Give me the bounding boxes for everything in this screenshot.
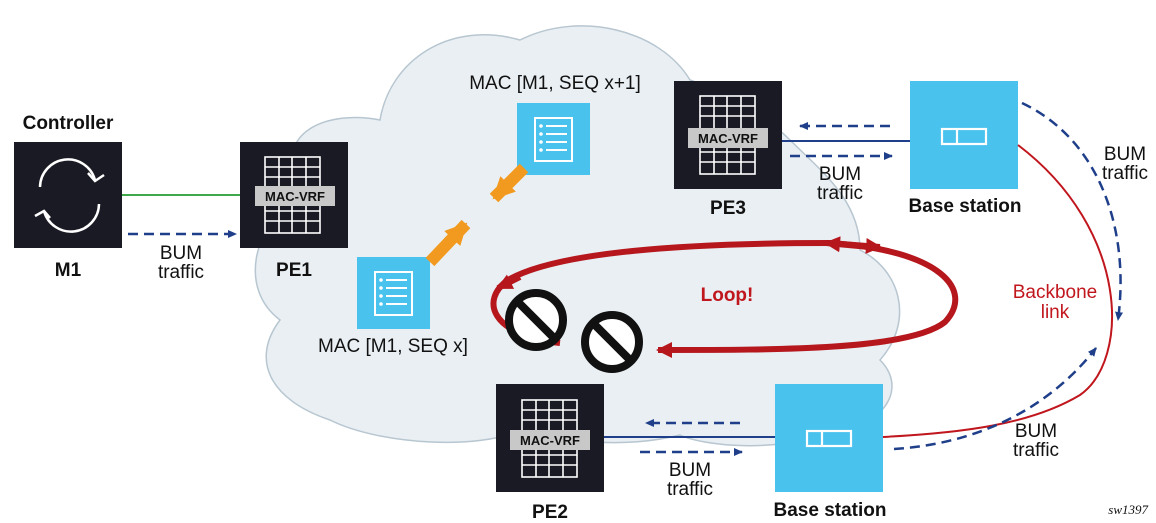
loop-path-upper [490,240,831,346]
traffic-label-backbone-bottom: traffic [1013,440,1059,461]
bum-arrow-backbone-up [893,347,1097,451]
loop-path [656,240,959,358]
backbone-label: Backbone [1013,282,1098,303]
m1-label: M1 [55,260,82,281]
bum-arrow-backbone-down [1021,101,1124,321]
traffic-label-pe2: traffic [667,479,713,500]
figure-id-label: sw1397 [1108,502,1148,517]
base-station-bottom [775,384,883,492]
bum-label-m1: BUM [160,243,202,264]
sync-icon [34,158,105,233]
mac-seq-x-label: MAC [M1, SEQ x] [318,336,468,357]
loop-arrow-left [824,236,871,253]
pe2-label: PE2 [532,502,568,523]
base-station-bottom-label: Base station [774,500,887,521]
loop-arrow-into-cloud [496,274,522,291]
base-station-top-label: Base station [909,196,1022,217]
orange-arrow-up [425,219,471,267]
controller-label: Controller [23,113,114,134]
traffic-label-backbone-top: traffic [1102,163,1148,184]
mac-table-icon [517,103,590,175]
pe1-label: PE1 [276,260,312,281]
pe3-label: PE3 [710,198,746,219]
bum-label-backbone-bottom: BUM [1015,421,1057,442]
mac-table-icon [357,257,430,329]
base-station-top [910,81,1018,189]
traffic-label-pe3: traffic [817,183,863,204]
mac-seq-x1-label: MAC [M1, SEQ x+1] [469,73,641,94]
backbone-link [882,144,1113,438]
pe3-mac-vrf-label: MAC-VRF [698,131,758,146]
bum-label-pe3: BUM [819,164,861,185]
prohibited-icon [505,289,567,351]
link-label: link [1041,302,1070,323]
bum-label-backbone-top: BUM [1104,144,1146,165]
base-station-icon [940,127,988,146]
prohibited-icon [581,311,643,373]
traffic-label-m1: traffic [158,262,204,283]
loop-label: Loop! [701,285,754,306]
pe1-mac-vrf-label: MAC-VRF [265,189,325,204]
pe2-mac-vrf-label: MAC-VRF [520,433,580,448]
orange-arrow-down [489,163,529,203]
base-station-icon [805,429,853,448]
bum-label-pe2: BUM [669,460,711,481]
